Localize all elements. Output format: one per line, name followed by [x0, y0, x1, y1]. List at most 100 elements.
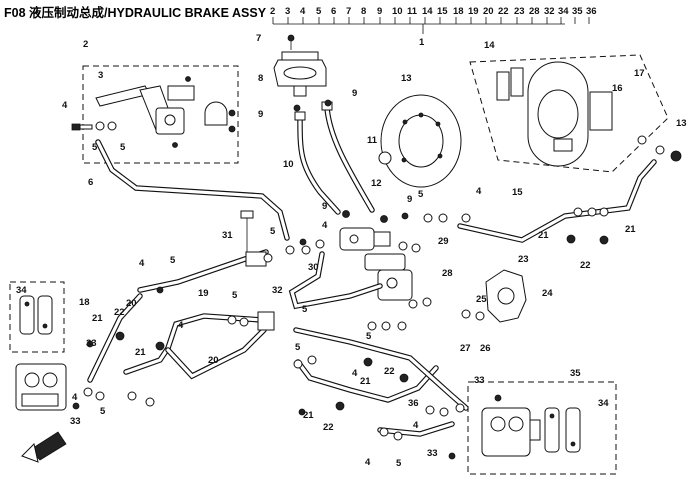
legend-number: 19	[468, 6, 479, 17]
callout-c5e: 5	[170, 255, 176, 266]
fittings	[72, 99, 682, 460]
callout-c2: 2	[83, 39, 88, 50]
legend-callout: 1	[419, 37, 425, 48]
front-left-caliper	[15, 363, 67, 411]
callout-c33c: 33	[427, 448, 438, 459]
callout-c5d: 5	[270, 226, 276, 237]
callout-c33d: 33	[70, 416, 81, 427]
callout-c28: 28	[442, 268, 453, 279]
callout-c4f: 4	[352, 368, 358, 379]
rear-caliper	[496, 61, 613, 167]
disc-bolt	[378, 151, 392, 165]
callout-c7: 7	[256, 33, 261, 44]
front-left-brake-pads	[19, 295, 53, 335]
callout-c5j: 5	[396, 458, 402, 469]
callout-c5g: 5	[302, 304, 308, 315]
brake-disc	[380, 94, 462, 188]
callout-c3: 3	[98, 70, 103, 81]
rear-caliper-box	[469, 54, 669, 173]
legend-number: 14	[422, 6, 433, 17]
callout-c21c: 21	[92, 313, 103, 324]
legend-number: 4	[300, 6, 306, 17]
junction-block-lower	[257, 311, 275, 331]
callout-c21d: 21	[135, 347, 146, 358]
callout-c11: 11	[367, 135, 378, 146]
callout-c4g: 4	[413, 420, 419, 431]
callout-c34b: 34	[598, 398, 609, 409]
callout-c24: 24	[542, 288, 553, 299]
callout-c5i: 5	[366, 331, 372, 342]
callout-c33b: 33	[474, 375, 485, 386]
callout-c25: 25	[476, 294, 487, 305]
callout-c14: 14	[484, 40, 495, 51]
legend-number: 23	[514, 6, 525, 17]
callout-c4b: 4	[476, 186, 482, 197]
callout-c12: 12	[371, 178, 382, 189]
legend-number: 5	[316, 6, 322, 17]
callout-c5f: 5	[232, 290, 238, 301]
callout-c31: 31	[222, 230, 233, 241]
callout-c4a: 4	[62, 100, 68, 111]
legend-number: 9	[377, 6, 382, 17]
legend-number: 35	[572, 6, 583, 17]
callout-c16: 16	[612, 83, 623, 94]
callout-c9b: 9	[352, 88, 357, 99]
front-right-caliper	[481, 407, 581, 457]
callout-c13: 13	[401, 73, 412, 84]
legend-number: 18	[453, 6, 464, 17]
legend-number: 22	[498, 6, 509, 17]
legend-number: 34	[558, 6, 569, 17]
callout-c36: 36	[408, 398, 419, 409]
callout-c17: 17	[634, 68, 645, 79]
callout-c27: 27	[460, 343, 471, 354]
callout-c5a: 5	[92, 142, 98, 153]
callout-c9d: 9	[407, 194, 412, 205]
legend-number: 3	[285, 6, 290, 17]
callout-c33a: 33	[86, 338, 97, 349]
fluid-reservoir	[273, 34, 327, 97]
front-right-caliper-box	[467, 381, 617, 475]
front-arrow-icon	[21, 431, 67, 463]
callout-c29: 29	[438, 236, 449, 247]
banjo-bolt-4a	[71, 121, 117, 131]
rear-caliper-lower	[461, 269, 527, 323]
legend-number: 2	[270, 6, 275, 17]
legend-number: 8	[361, 6, 366, 17]
callout-c35: 35	[570, 368, 581, 379]
callout-c4c: 4	[322, 220, 328, 231]
callout-c22d: 22	[323, 422, 334, 433]
junction-block-upper	[245, 251, 267, 267]
callout-c34a: 34	[16, 285, 27, 296]
callout-c13b: 13	[676, 118, 687, 129]
legend-number: 20	[483, 6, 494, 17]
callout-c32: 32	[272, 285, 283, 296]
callout-c4h: 4	[365, 457, 371, 468]
callout-c22: 22	[580, 260, 591, 271]
callout-c20a: 20	[126, 298, 137, 309]
callout-c23: 23	[518, 254, 529, 265]
callout-c20b: 20	[208, 355, 219, 366]
callout-c8: 8	[258, 73, 263, 84]
legend-number: 7	[346, 6, 351, 17]
callout-c6: 6	[88, 177, 93, 188]
callout-c26: 26	[480, 343, 491, 354]
callout-c21f: 21	[303, 410, 314, 421]
callout-c15: 15	[512, 187, 523, 198]
front-left-pad-box	[9, 281, 65, 353]
callout-c4d: 4	[139, 258, 145, 269]
callout-c21b: 21	[625, 224, 636, 235]
legend-number: 6	[331, 6, 336, 17]
valve-washers	[301, 210, 471, 309]
callout-c9a: 9	[258, 109, 263, 120]
callout-c21a: 21	[538, 230, 549, 241]
callout-c9c: 9	[322, 201, 327, 212]
legend-number: 10	[392, 6, 403, 17]
callout-c10: 10	[283, 159, 294, 170]
callout-c19: 19	[198, 288, 209, 299]
callout-c5c: 5	[418, 189, 424, 200]
callout-c30: 30	[308, 262, 319, 273]
